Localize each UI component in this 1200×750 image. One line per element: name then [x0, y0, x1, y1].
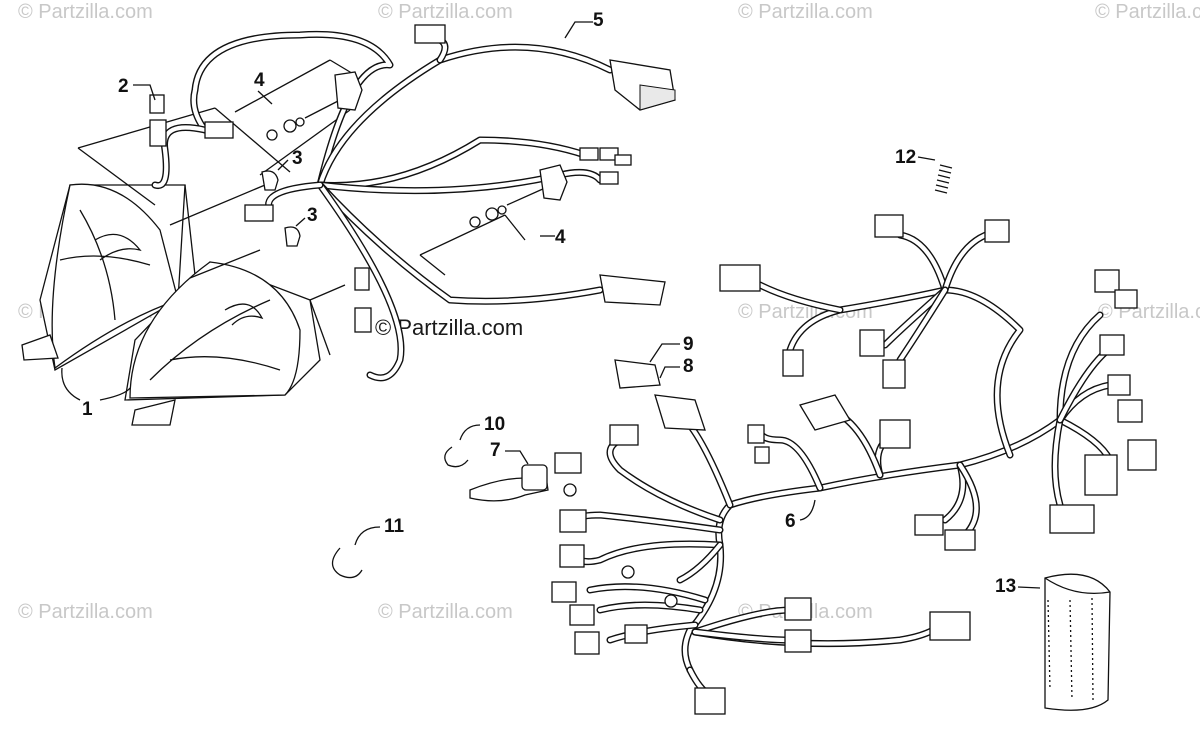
adjuster-knob [334, 71, 363, 111]
terminal [747, 424, 765, 444]
connector [882, 359, 906, 389]
harness-connectors-lower [551, 214, 1157, 715]
connector [1094, 269, 1120, 293]
callouts: 1 2 3 3 4 4 5 6 7 8 9 10 11 12 13 [82, 10, 1041, 597]
watermark: © Partzilla.com [18, 1, 153, 23]
headlight-assembly-left [21, 183, 196, 372]
connector [859, 329, 885, 357]
connector [204, 121, 234, 139]
callout-3b: 3 [307, 205, 318, 226]
bulb-parts [261, 170, 301, 247]
clamp-part-11 [331, 547, 363, 579]
connector [1049, 504, 1095, 534]
connector [1107, 374, 1131, 396]
callout-11: 11 [384, 516, 405, 537]
terminal [579, 147, 599, 161]
part-7 [469, 464, 549, 502]
connector [914, 514, 944, 536]
terminal [754, 446, 770, 464]
connector [1114, 289, 1138, 309]
connector [929, 611, 971, 641]
socket [149, 94, 165, 114]
watermark: © Partzilla.com [1098, 301, 1200, 323]
sleeve-part-13 [1044, 573, 1111, 711]
adjuster-knob [539, 164, 568, 201]
connector [784, 629, 812, 653]
connector [874, 214, 904, 238]
ring-terminal [563, 483, 577, 497]
ring-terminal [664, 594, 678, 608]
watermark: © Partzilla.com [378, 1, 513, 23]
harness-connectors-upper [149, 24, 676, 333]
terminal [599, 147, 619, 161]
washer [266, 129, 278, 141]
connector [609, 424, 639, 446]
adjuster-upper [266, 71, 363, 141]
connector [719, 264, 761, 292]
bulb [284, 226, 301, 247]
connector [559, 509, 587, 533]
connector [799, 394, 851, 431]
cover [614, 359, 661, 389]
connector [782, 349, 804, 377]
connector [559, 544, 585, 568]
spring-part-12 [934, 164, 953, 194]
connector [551, 581, 577, 603]
connector [624, 624, 648, 644]
connector [984, 219, 1010, 243]
callout-6: 6 [785, 511, 796, 532]
callout-13: 13 [995, 576, 1016, 597]
connector [1127, 439, 1157, 471]
connector [599, 274, 666, 306]
socket [354, 307, 372, 333]
terminal [614, 154, 632, 166]
connector [944, 529, 976, 551]
connector [1099, 334, 1125, 356]
callout-12: 12 [895, 147, 916, 168]
connector [574, 631, 600, 655]
callout-3a: 3 [292, 148, 303, 169]
headlight-assembly-right [124, 261, 331, 426]
ring-terminal [621, 565, 635, 579]
callout-7: 7 [490, 440, 501, 461]
connector [879, 419, 911, 449]
watermark: © Partzilla.com [378, 601, 513, 623]
adjuster-lower [469, 164, 568, 228]
callout-10: 10 [484, 414, 505, 435]
connector [554, 452, 582, 474]
watermark-layer: © Partzilla.com © Partzilla.com © Partzi… [18, 1, 1200, 623]
clamp-part-10 [444, 446, 469, 468]
connector [654, 394, 706, 431]
washer [469, 216, 481, 228]
nut [283, 119, 297, 133]
callout-4b: 4 [555, 227, 566, 248]
callout-9: 9 [683, 334, 694, 355]
connector [1117, 399, 1143, 423]
callout-1: 1 [82, 399, 93, 420]
callout-4a: 4 [254, 70, 265, 91]
connector [569, 604, 595, 626]
terminal [599, 171, 619, 185]
nut [485, 207, 499, 221]
bulb [261, 170, 279, 191]
watermark: © Partzilla.com [738, 1, 873, 23]
watermark: © Partzilla.com [1095, 1, 1200, 23]
leader-lines-headlight [61, 59, 526, 401]
socket [149, 119, 167, 147]
connector [1084, 454, 1118, 496]
socket [354, 267, 370, 291]
callout-5: 5 [593, 10, 604, 31]
callout-2: 2 [118, 76, 129, 97]
connector [414, 24, 446, 44]
connector [244, 204, 274, 222]
callout-8: 8 [683, 356, 694, 377]
connector [694, 687, 726, 715]
connector [784, 597, 812, 621]
watermark: © Partzilla.com [18, 601, 153, 623]
